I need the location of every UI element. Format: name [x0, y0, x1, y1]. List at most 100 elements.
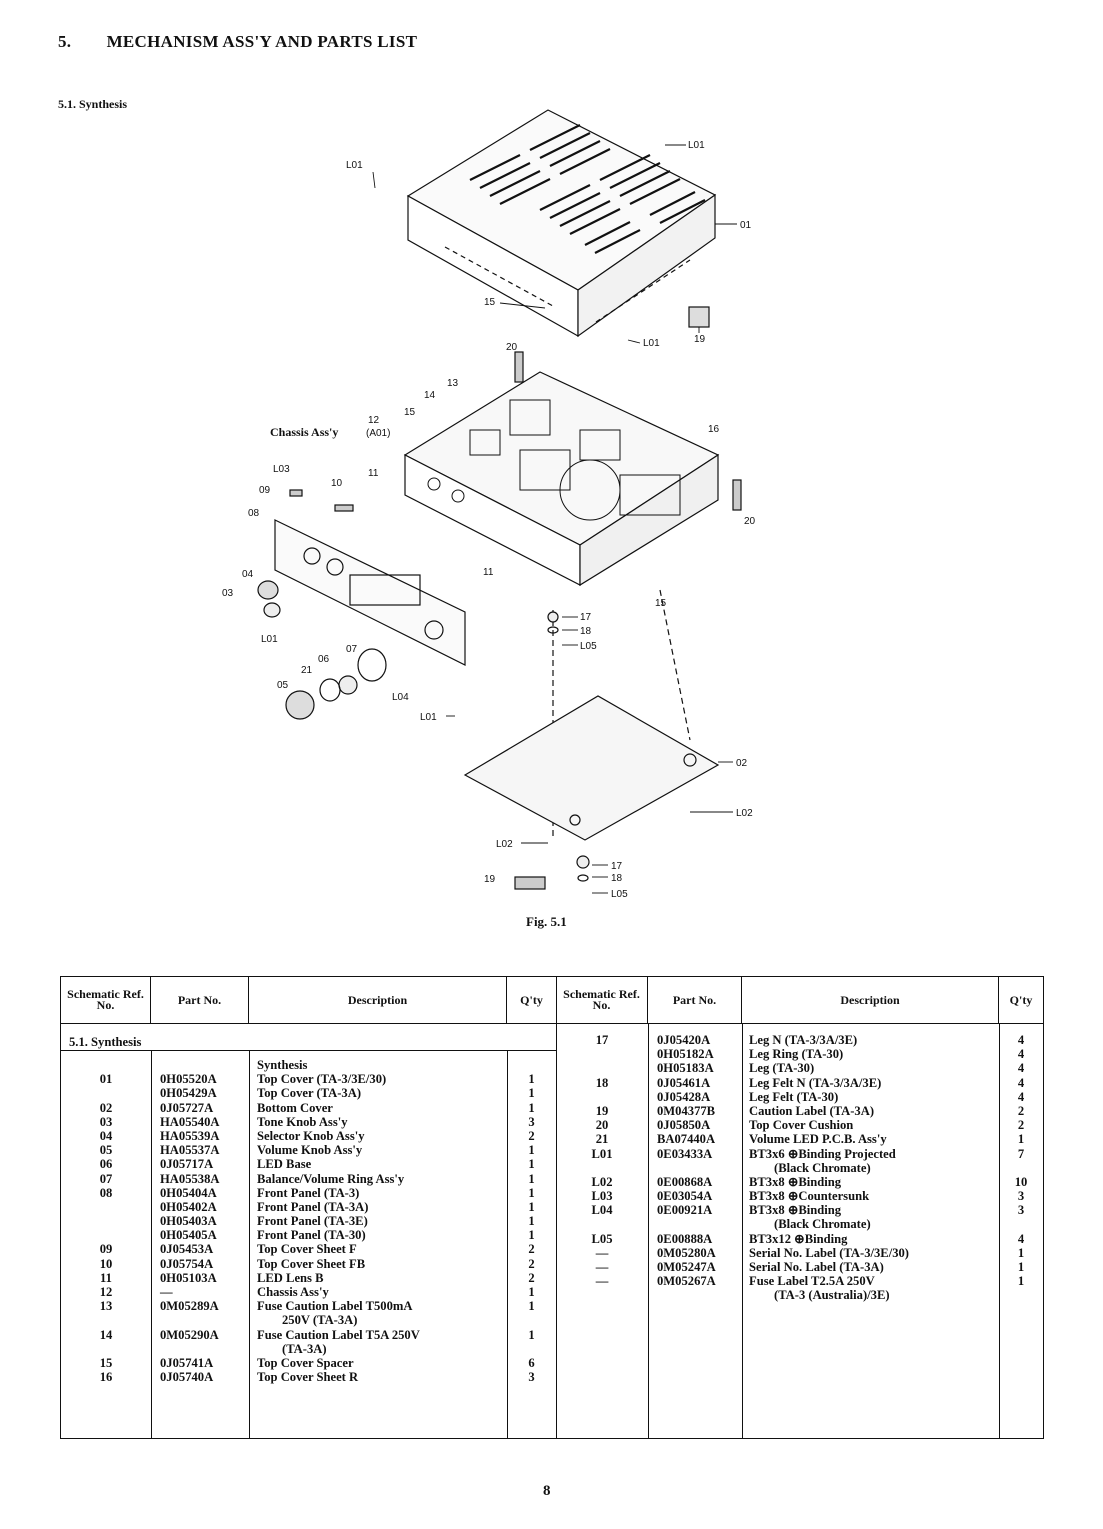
- cell-part: 0H05182A: [657, 1047, 714, 1062]
- table-row: (Black Chromate): [556, 1217, 1043, 1231]
- cell-qty: 4: [1017, 1089, 1025, 1104]
- cell-qty: 3: [528, 1114, 535, 1129]
- label-15: 15: [404, 407, 416, 418]
- label-12: 12: [368, 415, 380, 426]
- cell-qty: 1: [528, 1285, 535, 1299]
- label-15: 15: [484, 297, 496, 308]
- cell-desc: Fuse Caution Label T500mA: [257, 1299, 413, 1314]
- col-divider: [742, 1023, 743, 1438]
- cell-part: HA05538A: [160, 1171, 220, 1186]
- cell-part: 0M05289A: [160, 1299, 219, 1314]
- cell-desc: BT3x8 ⊕Binding: [749, 1174, 842, 1189]
- cell-ref: 11: [100, 1270, 112, 1285]
- header-ref: Schematic Ref. No.: [556, 977, 648, 1023]
- header-qty: Q'ty: [520, 992, 543, 1007]
- label-l05: L05: [580, 641, 597, 652]
- cell-part: 0J05727A: [160, 1100, 214, 1115]
- cell-ref: 09: [99, 1242, 113, 1257]
- cell-ref: 08: [99, 1185, 113, 1200]
- cell-part: 0J05754A: [160, 1256, 214, 1271]
- table-row: 12 — Chassis Ass'y 1: [61, 1285, 556, 1299]
- cell-qty: 1: [528, 1185, 535, 1200]
- label-l04: L04: [392, 692, 409, 703]
- cell-qty: 1: [528, 1214, 535, 1229]
- label-14: 14: [424, 390, 436, 401]
- top-cover-drawing: [406, 109, 717, 338]
- cell-part: 0E00868A: [657, 1174, 713, 1189]
- cell-ref: 01: [99, 1072, 113, 1087]
- table-header: Schematic Ref. No. Part No. Description …: [61, 977, 556, 1024]
- cell-ref: 07: [99, 1171, 113, 1186]
- cell-part: 0E00888A: [657, 1231, 713, 1246]
- label-03: 03: [222, 588, 234, 599]
- cell-qty: 1: [528, 1086, 535, 1101]
- label-01: 01: [740, 220, 752, 231]
- label-10: 10: [331, 478, 343, 489]
- cell-desc: Chassis Ass'y: [257, 1285, 329, 1299]
- label-l05: L05: [611, 889, 628, 900]
- col-divider: [249, 1051, 250, 1438]
- table-row: (TA-3 (Australia)/3E): [556, 1288, 1043, 1302]
- cell-qty: 3: [1017, 1203, 1025, 1218]
- table-row: (TA-3A): [61, 1342, 556, 1356]
- parts-table-left: Schematic Ref. No. Part No. Description …: [61, 977, 557, 1438]
- header-ref: Schematic Ref. No.: [61, 977, 151, 1023]
- cell-part: BA07440A: [657, 1132, 716, 1147]
- cell-part: 0H05103A: [160, 1270, 217, 1285]
- cell-part: HA05540A: [160, 1114, 220, 1129]
- cell-part: 0J05740A: [160, 1370, 214, 1385]
- label-06: 06: [318, 654, 330, 665]
- label-l01: L01: [261, 634, 278, 645]
- table-row: 250V (TA-3A): [61, 1313, 556, 1327]
- col-divider: [507, 1051, 508, 1438]
- cell-ref: 12: [99, 1285, 113, 1299]
- cell-ref: 18: [595, 1075, 609, 1090]
- cell-qty: 4: [1017, 1075, 1025, 1090]
- cell-desc: Front Panel (TA-3A): [257, 1199, 369, 1214]
- cell-part: 0M05267A: [657, 1274, 716, 1289]
- section-heading: 5. MECHANISM ASS'Y AND PARTS LIST: [58, 32, 417, 52]
- table-row: (Black Chromate): [556, 1161, 1043, 1175]
- cell-qty: 2: [528, 1270, 535, 1285]
- cell-desc: 250V (TA-3A): [282, 1313, 358, 1328]
- section-divider: [61, 1050, 556, 1051]
- label-a01: (A01): [366, 428, 390, 439]
- cell-desc: Fuse Label T2.5A 250V: [749, 1274, 875, 1289]
- cell-qty: 4: [1017, 1231, 1025, 1246]
- cell-ref: —: [595, 1245, 609, 1260]
- label-04: 04: [242, 569, 254, 580]
- cell-qty: 7: [1017, 1146, 1025, 1161]
- cell-desc: Selector Knob Ass'y: [257, 1128, 365, 1143]
- cell-desc: Tone Knob Ass'y: [257, 1114, 348, 1129]
- cell-desc: Front Panel (TA-3): [257, 1185, 360, 1200]
- cell-desc: BT3x6 ⊕Binding Projected: [749, 1146, 896, 1161]
- knobs-drawing: [257, 580, 387, 720]
- cell-part: —: [160, 1285, 173, 1299]
- cell-desc: (Black Chromate): [774, 1160, 871, 1175]
- cell-ref: 17: [595, 1033, 609, 1047]
- cell-part: 0M05290A: [160, 1327, 219, 1342]
- cell-qty: 1: [528, 1228, 535, 1243]
- section-title: MECHANISM ASS'Y AND PARTS LIST: [106, 32, 418, 51]
- front-panel-drawing: [274, 489, 466, 666]
- label-18: 18: [611, 873, 623, 884]
- cell-qty: 2: [528, 1242, 535, 1257]
- cell-ref: L01: [591, 1146, 613, 1161]
- cell-desc: Top Cover Spacer: [257, 1355, 354, 1370]
- table-row: Synthesis: [61, 1058, 556, 1072]
- label-13: 13: [447, 378, 459, 389]
